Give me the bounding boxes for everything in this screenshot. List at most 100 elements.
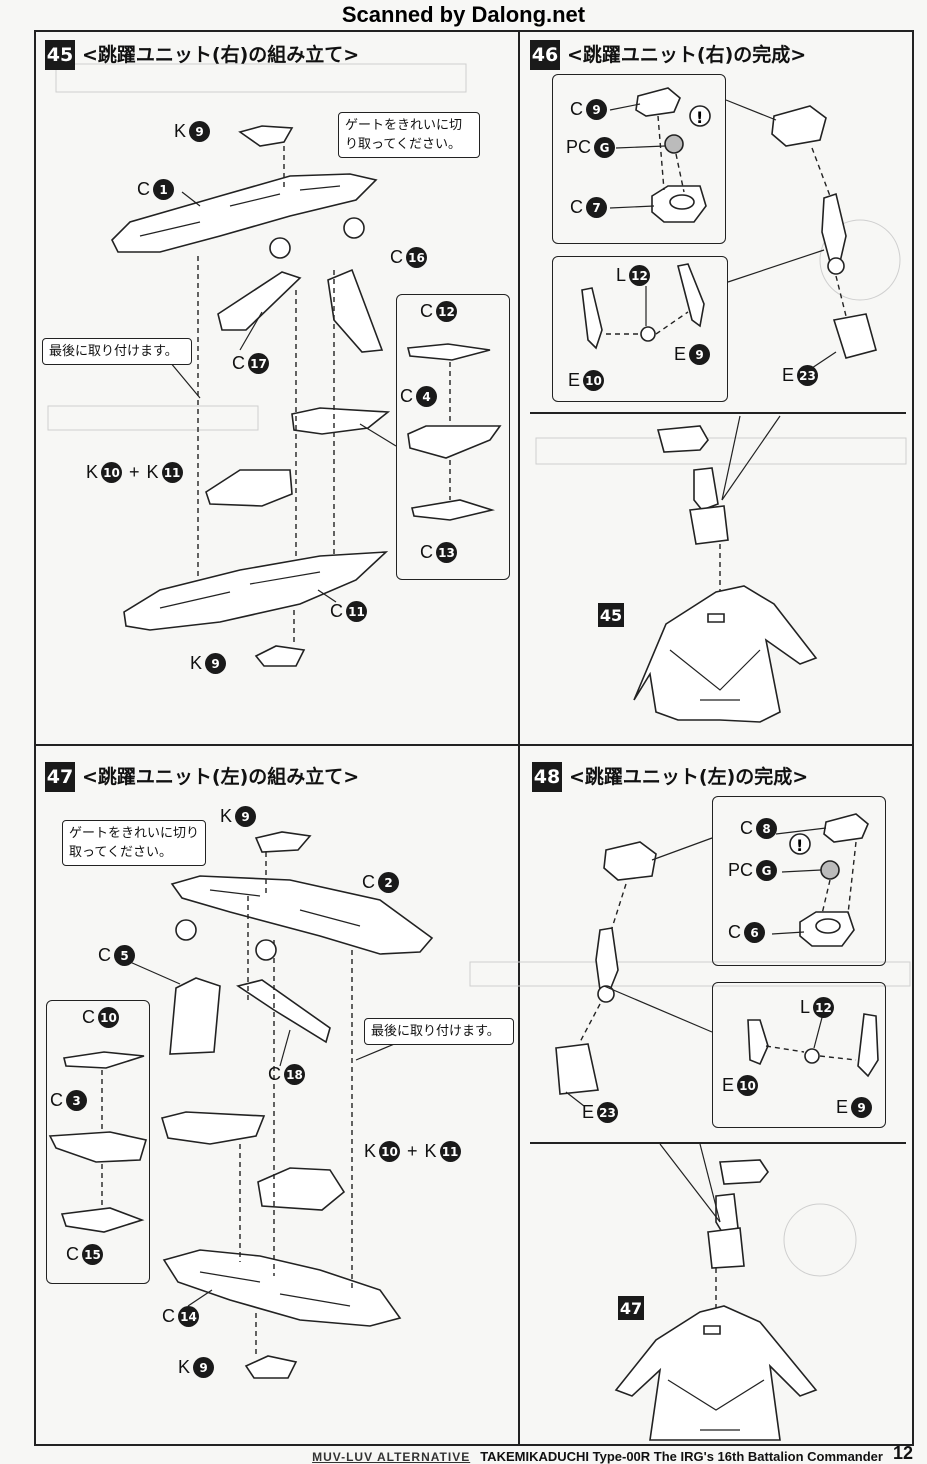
- reference-step-badge: 45: [598, 603, 624, 627]
- step-number: 45: [45, 40, 75, 70]
- part-c18-fin: [236, 979, 331, 1044]
- part-thruster-assembly: [633, 585, 818, 723]
- part-c9: [635, 87, 681, 117]
- part-pcg: [664, 134, 684, 154]
- part-e10: [581, 287, 603, 350]
- part-foot-top: [771, 105, 827, 147]
- scan-credit: Scanned by Dalong.net: [341, 2, 586, 27]
- svg-text:!: !: [696, 108, 703, 127]
- part-thruster-assembly: [614, 1305, 818, 1441]
- part-nozzle: [205, 469, 293, 507]
- note-last: 最後に取り付けます。: [42, 338, 192, 365]
- part-c8: [823, 813, 869, 843]
- footer-title: TAKEMIKADUCHI Type-00R The IRG's 16th Ba…: [480, 1449, 883, 1464]
- note-last: 最後に取り付けます。: [364, 1018, 514, 1045]
- part-c13: [411, 499, 496, 521]
- step-number: 46: [530, 40, 560, 70]
- part-side-panel: [291, 407, 391, 435]
- part-nozzle: [257, 1167, 346, 1211]
- part-c11-lower-shell: [123, 551, 389, 631]
- sub-assembly-box-foot: [552, 74, 726, 244]
- page-frame: [34, 30, 914, 1446]
- page-footer: MUV-LUV ALTERNATIVE TAKEMIKADUCHI Type-0…: [312, 1442, 913, 1464]
- step48-divider: [530, 1142, 906, 1144]
- part-e10: [747, 1019, 769, 1066]
- part-k9-bottom: [254, 645, 306, 667]
- sub-assembly-box-joint: [552, 256, 728, 402]
- part-leg-joint: [595, 927, 619, 991]
- part-assembled-top: [719, 1159, 769, 1185]
- part-c5-fin: [169, 977, 221, 1055]
- part-k9-bottom: [244, 1355, 298, 1379]
- step-title: <跳躍ユニット(右)の完成>: [567, 44, 807, 66]
- part-foot-top: [603, 841, 657, 881]
- step-title: <跳躍ユニット(左)の完成>: [569, 766, 809, 788]
- part-c16-fin: [327, 268, 384, 353]
- part-c10: [63, 1051, 145, 1069]
- part-c12: [406, 343, 491, 361]
- part-c2-upper-shell: [170, 875, 434, 955]
- part-side-panel: [160, 1111, 266, 1145]
- part-c4: [407, 425, 502, 459]
- step-number: 48: [532, 762, 562, 792]
- svg-text:!: !: [796, 836, 803, 855]
- part-c17-fin: [217, 271, 302, 331]
- sub-assembly-box: [46, 1000, 150, 1284]
- part-e9: [677, 263, 705, 328]
- footer-brand: MUV-LUV ALTERNATIVE: [312, 1450, 471, 1464]
- part-pcg: [820, 860, 840, 880]
- part-k9-top: [254, 831, 312, 853]
- step46-divider: [530, 412, 906, 414]
- note-gate: ゲートをきれいに切り取ってください。: [338, 112, 480, 158]
- part-l12: [640, 326, 656, 342]
- reference-step-badge: 47: [618, 1296, 644, 1320]
- step-number: 47: [45, 762, 75, 792]
- part-c15: [60, 1207, 145, 1233]
- sub-assembly-box: [396, 294, 510, 580]
- part-e23: [555, 1043, 599, 1095]
- part-l12: [804, 1048, 820, 1064]
- part-c3: [48, 1131, 148, 1163]
- step-title: <跳躍ユニット(右)の組み立て>: [82, 44, 360, 66]
- part-e9: [857, 1013, 879, 1078]
- step-title: <跳躍ユニット(左)の組み立て>: [82, 766, 360, 788]
